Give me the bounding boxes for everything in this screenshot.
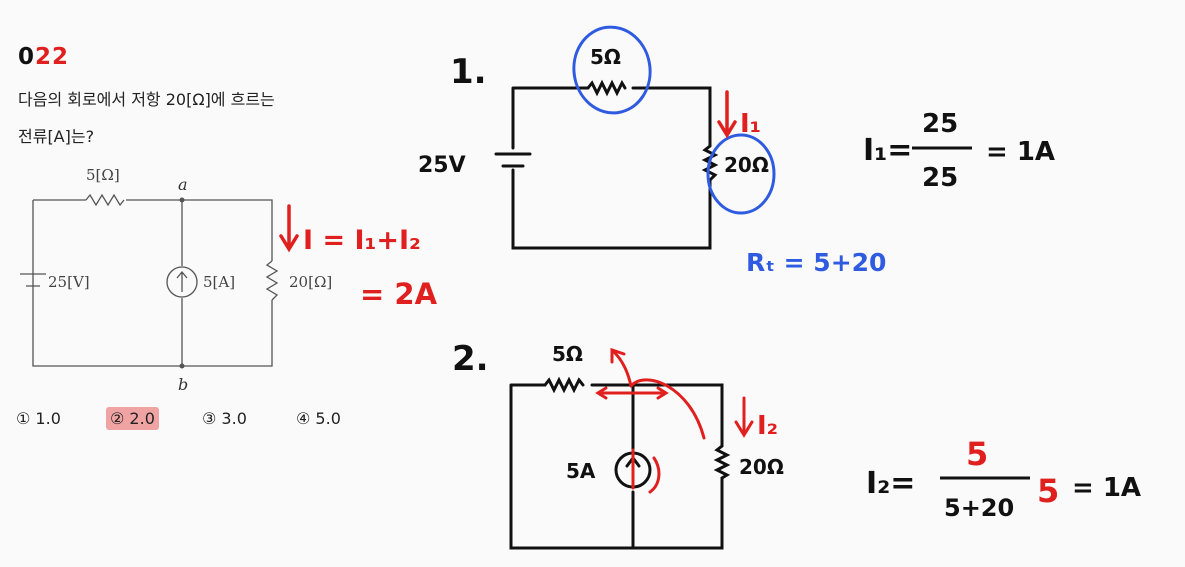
step2-calc-result: = 1A (1072, 473, 1141, 503)
total-current-arrow (279, 204, 299, 253)
step1-number: 1. (450, 52, 487, 92)
step2-node-split (595, 386, 669, 400)
label-r2: 20[Ω] (289, 273, 332, 291)
step2-flow-curve (629, 378, 706, 440)
step1-circuit (494, 79, 719, 250)
choice-2[interactable]: ② 2.0 (106, 407, 159, 430)
label-node-b: b (178, 375, 188, 394)
label-node-a: a (178, 175, 188, 194)
step1-current-arrow (717, 90, 737, 139)
step2-calc-num: 5 (966, 435, 988, 473)
step1-rt: Rₜ = 5+20 (746, 248, 886, 277)
label-current: 5[A] (203, 273, 235, 291)
step1-calc-result: = 1A (986, 137, 1055, 167)
current-source (166, 266, 198, 298)
step2-flow-left (610, 347, 633, 388)
problem-circuit-wires (32, 199, 273, 367)
problem-circuit (20, 193, 279, 367)
step1-current-label: I₁ (740, 109, 761, 139)
step2-calc-multiplier: 5 (1037, 472, 1059, 510)
step2-r1-label: 5Ω (552, 342, 583, 366)
step1-calc-lhs: I₁= (863, 133, 912, 168)
step2-r2-label: 20Ω (739, 455, 784, 479)
step2-calc-lhs: I₂= (866, 466, 915, 501)
step2-resistor-20ohm (713, 444, 731, 480)
step1-voltage-label: 25V (418, 153, 466, 178)
resistor-5ohm (85, 193, 125, 207)
choice-3[interactable]: ③ 3.0 (202, 409, 247, 428)
step1-calc-num: 25 (922, 109, 958, 139)
step1-circle-r1 (572, 25, 652, 115)
total-current-eq: I = I₁+I₂ (303, 225, 421, 256)
node-a-dot (179, 197, 185, 203)
choice-1[interactable]: ① 1.0 (16, 409, 61, 428)
voltage-source (20, 273, 46, 287)
step2-current-label: I₂ (757, 411, 778, 441)
step1-r2-label: 20Ω (724, 153, 769, 177)
step2-wires (509, 383, 724, 550)
step2-source-mark (631, 448, 661, 494)
step1-battery (494, 152, 532, 168)
step2-red-annotations (595, 347, 754, 494)
label-r1: 5[Ω] (86, 166, 120, 184)
question-line-1: 다음의 회로에서 저항 20[Ω]에 흐르는 (18, 90, 275, 109)
step1-r1-label: 5Ω (590, 45, 621, 69)
resistor-20ohm (265, 260, 279, 301)
step1-resistor-20ohm (701, 144, 719, 187)
step1-resistor-5ohm (586, 79, 627, 97)
step1-calc-den: 25 (922, 163, 958, 193)
label-voltage: 25[V] (48, 273, 90, 291)
step2-resistor-5ohm (543, 376, 585, 394)
step2-circuit (509, 376, 731, 550)
problem-number-prefix: 0 (18, 44, 36, 70)
node-b-dot (179, 363, 185, 369)
total-current-value: = 2A (360, 277, 438, 311)
step1-wires (511, 86, 712, 250)
step2-calc-den: 5+20 (944, 494, 1014, 522)
current-source-arrow (176, 270, 188, 292)
step1-circle-r2 (706, 133, 776, 215)
step2-source-label: 5A (566, 459, 596, 483)
step2-number: 2. (452, 339, 489, 379)
problem-number-suffix: 22 (35, 44, 70, 70)
step2-current-arrow (734, 396, 754, 438)
question-line-2: 전류[A]는? (18, 127, 95, 146)
choice-4[interactable]: ④ 5.0 (296, 409, 341, 428)
problem-number: 022 (18, 44, 69, 70)
